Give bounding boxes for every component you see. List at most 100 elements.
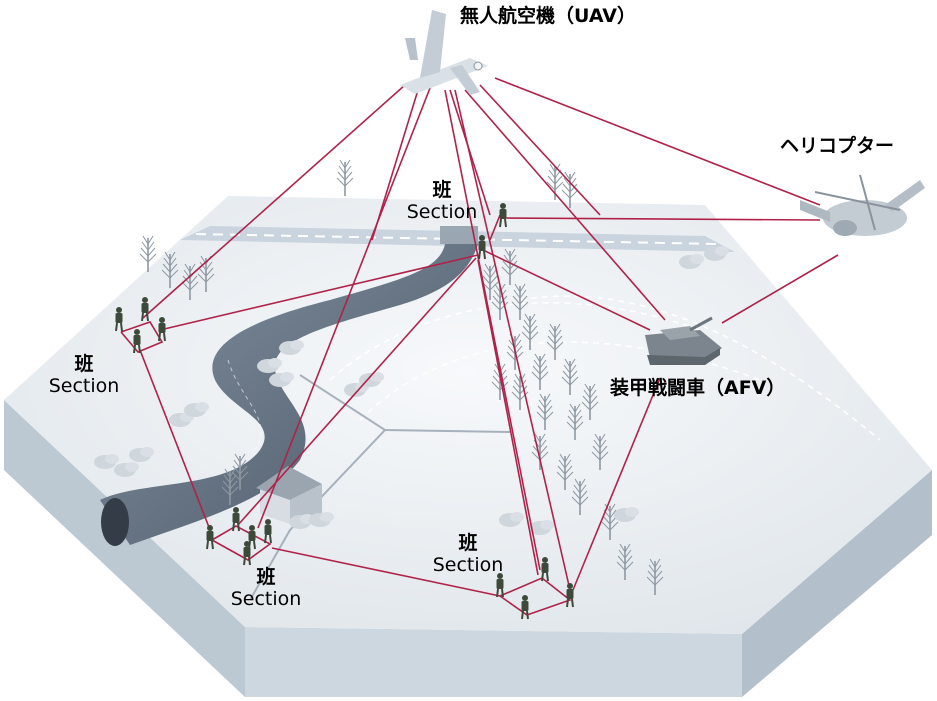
link-afv-south — [572, 377, 661, 591]
link-bridge-south — [477, 259, 539, 576]
tree — [511, 373, 529, 410]
soldier — [206, 525, 214, 550]
tree — [181, 263, 199, 300]
link-uav-far — [479, 84, 601, 216]
link-bridge-top — [489, 214, 501, 241]
helicopter-label: ヘリコプター — [780, 135, 895, 157]
link-helicopter-afv — [721, 254, 839, 324]
bridge — [440, 226, 478, 244]
bush — [184, 402, 209, 417]
tree — [161, 251, 179, 288]
section-label-south: 班 Section — [428, 532, 508, 577]
section-label-en: Section — [48, 374, 120, 397]
link-uav-southwest — [257, 87, 431, 529]
soldier — [521, 595, 529, 620]
squad-links-southwest — [211, 525, 272, 561]
bush — [529, 520, 554, 535]
terrain-contour — [519, 295, 881, 441]
communication-links — [120, 77, 839, 616]
bush — [269, 372, 294, 387]
tree — [561, 358, 579, 395]
soldier — [133, 329, 141, 354]
tree — [556, 453, 574, 490]
tree — [546, 163, 564, 200]
section-label-southwest: 班 Section — [226, 566, 306, 611]
tree — [546, 323, 564, 360]
tree — [646, 558, 664, 595]
terrain-slab — [4, 196, 932, 697]
tree — [221, 468, 239, 505]
section-label-jp: 班 — [432, 179, 452, 201]
slab-left-side — [4, 400, 245, 697]
tree — [481, 263, 499, 300]
tree — [231, 453, 249, 490]
section-label-en: Section — [432, 553, 504, 576]
tree — [591, 433, 609, 470]
section-label-jp: 班 — [458, 532, 478, 554]
bush — [94, 454, 119, 469]
tree — [139, 235, 157, 272]
slab-front-side — [245, 627, 742, 697]
helicopter-aircraft — [800, 174, 925, 236]
bush — [679, 254, 704, 269]
soldier — [232, 507, 240, 532]
bush — [114, 462, 139, 477]
bush — [279, 340, 304, 355]
section-label-jp: 班 — [256, 566, 276, 588]
fence — [249, 374, 511, 601]
bush — [257, 358, 282, 373]
tree — [521, 313, 539, 350]
tree — [197, 255, 215, 292]
tree — [571, 478, 589, 515]
squad-links-south — [499, 577, 572, 616]
link-uav-west-section — [142, 84, 406, 319]
tree — [536, 393, 554, 430]
link-helicopter-bridge-section — [504, 217, 821, 221]
river — [100, 244, 478, 546]
river-mouth — [101, 498, 129, 546]
slab-top — [4, 196, 932, 634]
uav-label: 無人航空機（UAV） — [460, 5, 636, 27]
link-uav-afv — [464, 89, 666, 321]
soldier — [158, 317, 166, 342]
section-label-bridge: 班 Section — [402, 179, 482, 224]
squad-links-west — [120, 321, 164, 353]
section-label-en: Section — [230, 587, 302, 610]
link-uav-south-section — [444, 89, 541, 571]
link-southwest-south — [271, 547, 501, 597]
soldier — [541, 557, 549, 582]
tree — [511, 283, 529, 320]
soldier — [115, 307, 123, 332]
tree — [336, 159, 354, 196]
uav-aircraft — [400, 10, 488, 95]
link-uav-center — [454, 89, 571, 591]
soldier — [264, 519, 272, 544]
afv-tank — [645, 316, 722, 365]
bush — [704, 246, 729, 261]
soldier — [141, 297, 149, 322]
bush — [614, 507, 639, 522]
link-west-southwest — [139, 349, 213, 536]
bush — [309, 512, 334, 527]
link-uav-helicopter — [494, 77, 821, 206]
tree — [566, 403, 584, 440]
link-bridge-afv — [482, 249, 651, 331]
link-bridge-southwest — [237, 257, 477, 526]
soldier — [478, 235, 486, 260]
bushes — [94, 246, 729, 535]
afv-label: 装甲戦闘車（AFV） — [610, 377, 786, 399]
soldier — [243, 541, 251, 566]
tree — [581, 383, 599, 420]
soldiers — [115, 203, 574, 620]
soldier — [566, 583, 574, 608]
forest — [139, 159, 664, 595]
section-label-west: 班 Section — [44, 353, 124, 398]
tree — [531, 353, 549, 390]
soldier — [499, 203, 507, 228]
slab-right-side — [742, 470, 932, 697]
section-label-jp: 班 — [74, 353, 94, 375]
terrain-contour — [329, 302, 701, 381]
tree — [616, 543, 634, 580]
road — [180, 226, 735, 252]
